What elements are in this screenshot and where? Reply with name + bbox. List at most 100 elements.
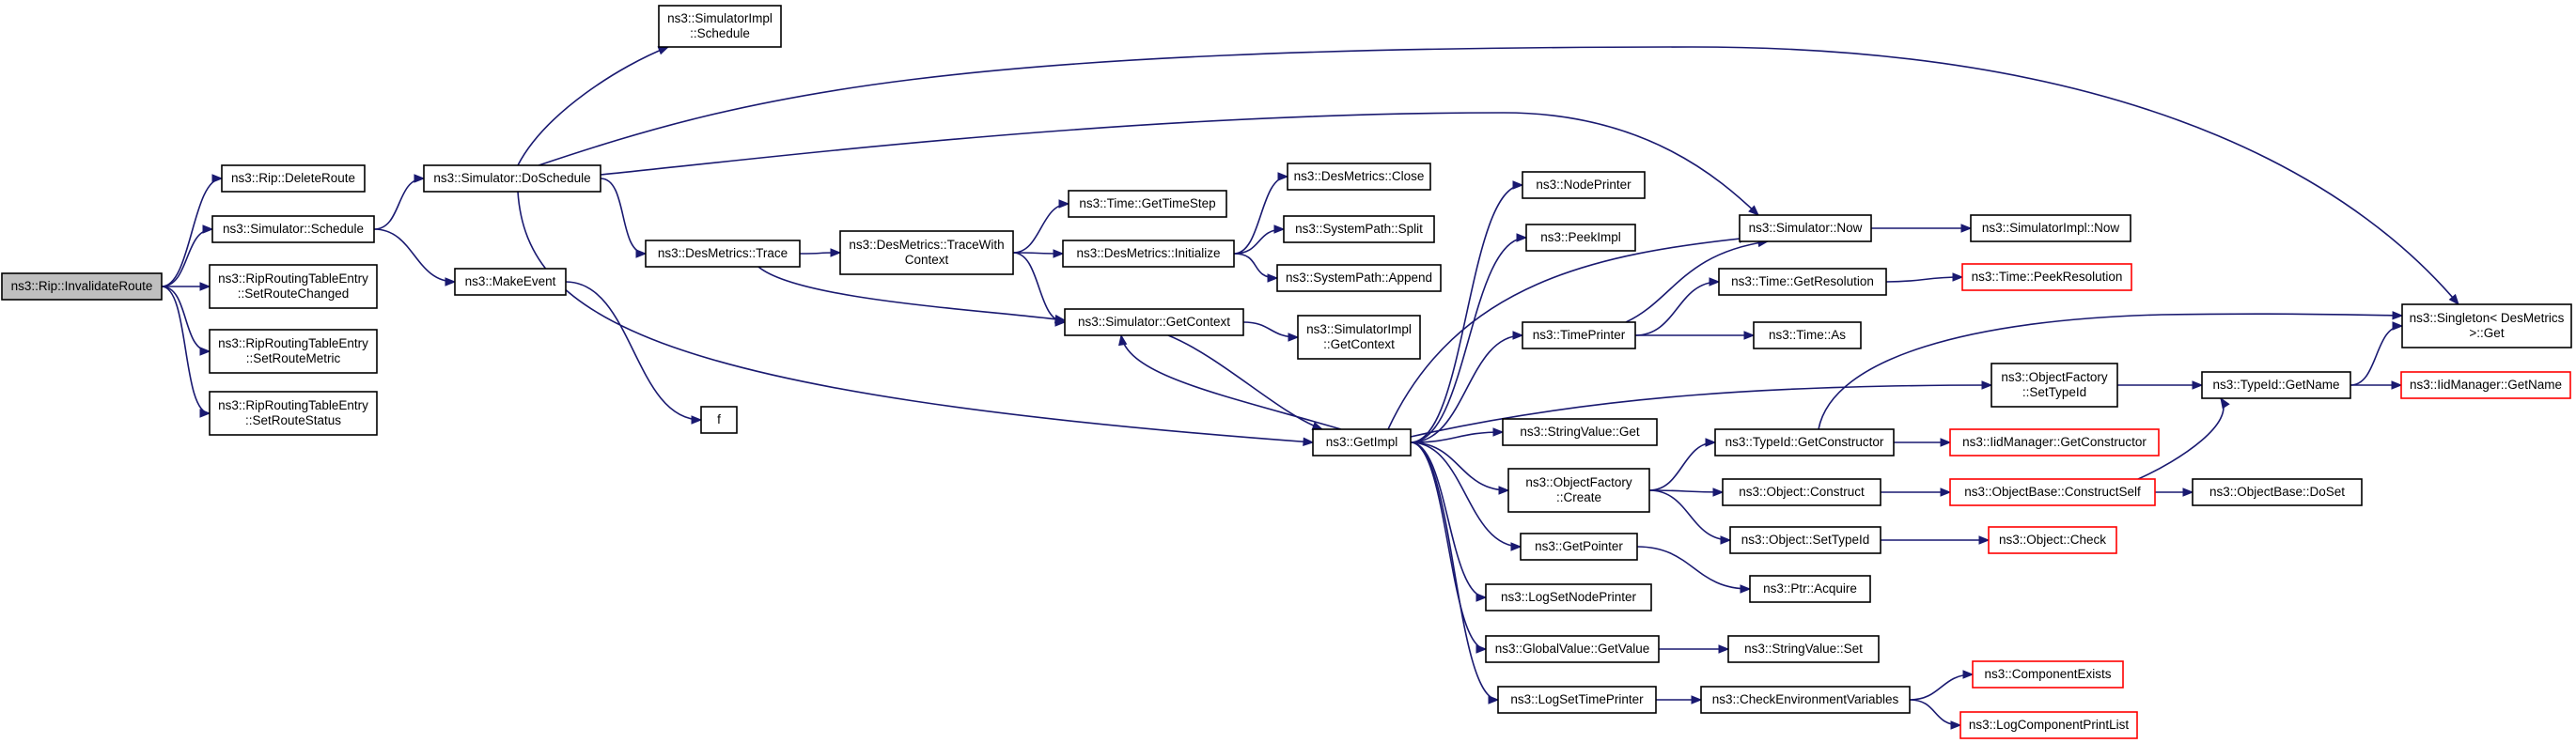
edge-line <box>1410 184 1523 443</box>
node-box <box>209 264 378 309</box>
edge-line <box>600 178 647 255</box>
node-peekimpl[interactable]: ns3::PeekImpl <box>1525 224 1636 252</box>
call-edge-typeid_getname-to-iidmanager_getname <box>2350 380 2403 390</box>
node-rip-deleteroute[interactable]: ns3::Rip::DeleteRoute <box>221 164 366 193</box>
node-label: ns3::NodePrinter <box>1536 178 1631 192</box>
node-time-peekresolution[interactable]: ns3::Time::PeekResolution <box>1961 263 2132 291</box>
node-nodeprinter[interactable]: ns3::NodePrinter <box>1522 171 1646 199</box>
edge-arrowhead <box>1277 172 1289 181</box>
edge-arrowhead <box>1705 438 1717 447</box>
node-object-settypeid[interactable]: ns3::Object::SetTypeId <box>1729 526 1881 554</box>
node-logcomponentprintlist[interactable]: ns3::LogComponentPrintList <box>1959 711 2138 739</box>
node-box <box>1064 308 1244 336</box>
node-componentexists[interactable]: ns3::ComponentExists <box>1972 660 2124 689</box>
node-box <box>1068 190 1227 218</box>
node-stringvalue-set[interactable]: ns3::StringValue::Set <box>1727 635 1880 663</box>
edge-line <box>1648 441 1716 491</box>
node-label: ns3::Simulator::DoSchedule <box>433 171 590 185</box>
node-desm-initialize[interactable]: ns3::DesMetrics::Initialize <box>1062 240 1235 268</box>
edge-line <box>1410 441 1487 598</box>
node-box <box>221 164 366 193</box>
node-singleton-get[interactable]: ns3::Singleton< DesMetrics >::Get <box>2401 303 2572 348</box>
node-f[interactable]: f <box>700 406 738 434</box>
call-edge-desm_initialize-to-desm_close <box>1233 172 1289 255</box>
node-typeid-getconstructor[interactable]: ns3::TypeId::GetConstructor <box>1714 428 1895 457</box>
node-desm-trace[interactable]: ns3::DesMetrics::Trace <box>645 240 801 268</box>
node-simimpl-getcontext[interactable]: ns3::SimulatorImpl::GetContext <box>1297 315 1421 360</box>
node-sim-now[interactable]: ns3::Simulator::Now <box>1739 214 1872 242</box>
node-label: ns3::Object::SetTypeId <box>1741 533 1870 547</box>
node-objfactory-settypeid[interactable]: ns3::ObjectFactory::SetTypeId <box>1991 363 2118 408</box>
edge-line <box>600 112 1759 216</box>
call-edge-getimpl-to-timeprinter <box>1410 331 1524 443</box>
node-rte-metric[interactable]: ns3::RipRoutingTableEntry::SetRouteMetri… <box>209 329 378 374</box>
node-box <box>423 164 601 193</box>
node-label: ns3::Object::Check <box>1999 533 2106 547</box>
node-simimpl-now[interactable]: ns3::SimulatorImpl::Now <box>1970 214 2131 242</box>
node-object-check[interactable]: ns3::Object::Check <box>1988 526 2117 554</box>
node-logsettimeprinter[interactable]: ns3::LogSetTimePrinter <box>1497 686 1657 714</box>
node-ptr-acquire[interactable]: ns3::Ptr::Acquire <box>1749 575 1871 603</box>
edge-line <box>1885 276 1963 283</box>
node-getpointer[interactable]: ns3::GetPointer <box>1520 533 1638 561</box>
node-syspath-append[interactable]: ns3::SystemPath::Append <box>1276 264 1442 292</box>
node-object-construct[interactable]: ns3::Object::Construct <box>1722 478 1881 506</box>
edge-line <box>1909 699 1961 726</box>
node-box <box>1718 268 1887 296</box>
node-iidmanager-getconstructor[interactable]: ns3::IidManager::GetConstructor <box>1949 428 2160 457</box>
edge-line <box>1410 441 1509 491</box>
node-objfactory-create[interactable]: ns3::ObjectFactory::Create <box>1507 468 1650 513</box>
call-edge-desm_tracewith-to-time_gettimestep <box>1012 199 1070 254</box>
node-desm-close[interactable]: ns3::DesMetrics::Close <box>1287 163 1431 191</box>
node-timeprinter[interactable]: ns3::TimePrinter <box>1522 321 1636 349</box>
node-box <box>658 5 782 48</box>
node-objectbase-doset[interactable]: ns3::ObjectBase::DoSet <box>2192 478 2363 506</box>
edge-arrowhead <box>1512 180 1524 190</box>
node-sim-doschedule[interactable]: ns3::Simulator::DoSchedule <box>423 164 601 193</box>
edge-line <box>1012 203 1069 254</box>
node-sim-schedule[interactable]: ns3::Simulator::Schedule <box>211 215 375 243</box>
node-box <box>2401 303 2572 348</box>
node-time-getresolution[interactable]: ns3::Time::GetResolution <box>1718 268 1887 296</box>
edge-line <box>757 266 1066 321</box>
node-iidmanager-getname[interactable]: ns3::IidManager::GetName <box>2400 371 2571 399</box>
node-box <box>1749 575 1871 603</box>
node-objectbase-constructself[interactable]: ns3::ObjectBase::ConstructSelf <box>1949 478 2156 506</box>
node-label: ns3::RipRoutingTableEntry <box>218 398 368 412</box>
node-sim-getcontext[interactable]: ns3::Simulator::GetContext <box>1064 308 1244 336</box>
node-stringvalue-get[interactable]: ns3::StringValue::Get <box>1502 418 1658 446</box>
node-simimpl-schedule[interactable]: ns3::SimulatorImpl::Schedule <box>658 5 782 48</box>
node-label: ns3::RipRoutingTableEntry <box>218 271 368 286</box>
call-edge-checkenv-to-componentexists <box>1909 670 1975 701</box>
node-label: ns3::CheckEnvironmentVariables <box>1712 692 1899 706</box>
call-edge-sim_getcontext-to-simimpl_getcontext <box>1242 321 1300 342</box>
edge-arrowhead <box>202 224 214 234</box>
node-label: ns3::ObjectBase::ConstructSelf <box>1964 485 2141 499</box>
node-makeevent[interactable]: ns3::MakeEvent <box>454 268 567 296</box>
node-globalvalue-getvalue[interactable]: ns3::GlobalValue::GetValue <box>1485 635 1660 663</box>
call-edge-logsettimeprinter-to-checkenv <box>1656 695 1703 704</box>
node-label: ::SetRouteStatus <box>245 413 341 427</box>
node-box <box>1485 635 1660 663</box>
node-getimpl[interactable]: ns3::GetImpl <box>1312 428 1412 457</box>
edge-line <box>1167 334 1323 430</box>
node-logsetnodeprinter[interactable]: ns3::LogSetNodePrinter <box>1485 583 1652 611</box>
edge-arrowhead <box>1053 249 1065 258</box>
node-time-as[interactable]: ns3::Time::As <box>1753 321 1862 349</box>
node-syspath-split[interactable]: ns3::SystemPath::Split <box>1283 215 1435 243</box>
function-nodes: ns3::Rip::InvalidateRoutens3::Rip::Delet… <box>1 5 2572 739</box>
edge-arrowhead <box>1498 486 1510 495</box>
node-time-gettimestep[interactable]: ns3::Time::GetTimeStep <box>1068 190 1227 218</box>
edge-arrowhead <box>635 249 648 258</box>
node-rte-status[interactable]: ns3::RipRoutingTableEntry::SetRouteStatu… <box>209 391 378 436</box>
node-box <box>2192 478 2363 506</box>
edge-line <box>1387 237 1750 430</box>
node-box <box>1961 263 2132 291</box>
node-checkenv[interactable]: ns3::CheckEnvironmentVariables <box>1700 686 1911 714</box>
edge-arrowhead <box>1512 331 1524 340</box>
node-rte-changed[interactable]: ns3::RipRoutingTableEntry::SetRouteChang… <box>209 264 378 309</box>
call-edge-getimpl-to-objfactory_settypeid <box>1410 380 1993 438</box>
edge-arrowhead <box>2182 488 2194 497</box>
node-typeid-getname[interactable]: ns3::TypeId::GetName <box>2201 371 2351 399</box>
